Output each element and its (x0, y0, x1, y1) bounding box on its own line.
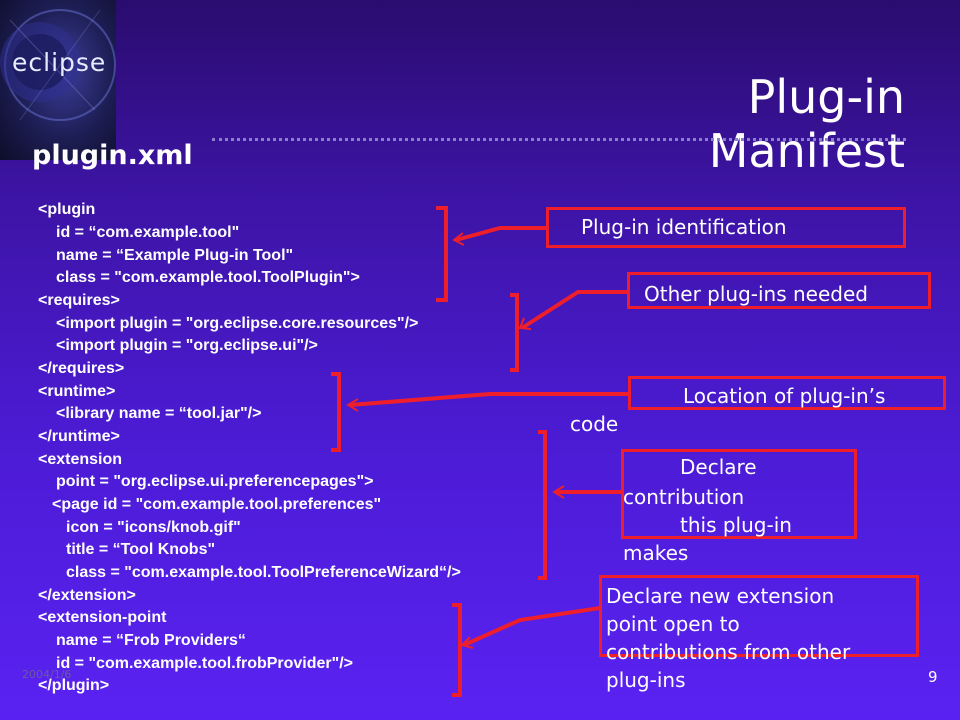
arrowhead-icon (460, 636, 474, 649)
slide-title: Plug-in Manifest (708, 70, 905, 178)
code-line: <library name = “tool.jar"/> (56, 405, 262, 422)
bracket-extension (538, 430, 547, 580)
bracket-extension-point (452, 603, 462, 697)
page-number: 9 (928, 668, 938, 686)
bracket-requires (510, 293, 519, 372)
eclipse-logo-icon (0, 9, 116, 121)
code-line: icon = "icons/knob.gif" (66, 519, 241, 536)
code-line: <plugin (38, 201, 96, 218)
callout-label-continued: code (570, 412, 619, 436)
code-line: </plugin> (38, 677, 110, 694)
code-line: <requires> (38, 292, 120, 309)
callout-label: this plug-in (680, 513, 792, 537)
callout-other-plugins: Other plug-ins needed (627, 272, 931, 309)
callout-label: plug-ins (606, 668, 686, 692)
callout-label: Declare new extension (606, 584, 835, 608)
arrowhead-icon (552, 485, 565, 499)
connector-extension-point (463, 606, 601, 647)
callout-label: Other plug-ins needed (644, 282, 868, 306)
code-line: class = "com.example.tool.ToolPreference… (66, 564, 461, 581)
file-name-heading: plugin.xml (32, 140, 193, 171)
callout-label: makes (623, 541, 689, 565)
title-divider (212, 138, 906, 141)
callout-label: contribution (623, 485, 745, 509)
code-line: title = “Tool Knobs" (66, 541, 216, 558)
code-line: id = “com.example.tool" (56, 224, 240, 241)
logo-wordmark: eclipse (12, 48, 107, 77)
callout-declare-extension-point (599, 575, 919, 657)
code-line: name = “Example Plug-in Tool" (56, 247, 294, 264)
code-line: <runtime> (38, 383, 116, 400)
code-line: <extension (38, 451, 123, 468)
arrowhead-icon (518, 317, 532, 330)
arrowhead-icon (452, 232, 465, 246)
code-line: name = “Frob Providers“ (56, 632, 246, 649)
callout-label: Plug-in identification (581, 215, 787, 239)
code-line: id = "com.example.tool.frobProvider"/> (56, 655, 354, 672)
connector-plugin (455, 226, 548, 242)
callout-label: point open to (606, 612, 740, 636)
code-line: </extension> (38, 587, 136, 604)
footer-date: 2004/1/6 (22, 668, 72, 681)
callout-plugin-identification: Plug-in identification (546, 207, 906, 248)
code-line: </requires> (38, 360, 125, 377)
eclipse-logo: eclipse (0, 0, 116, 160)
connector-runtime (349, 392, 630, 407)
callout-label: Location of plug-in’s (683, 384, 886, 408)
code-line: point = "org.eclipse.ui.preferencepages"… (56, 473, 374, 490)
code-line: <import plugin = "org.eclipse.ui"/> (56, 337, 318, 354)
callout-label: Declare (680, 455, 757, 479)
callout-location: Location of plug-in’s (628, 376, 946, 410)
code-line: class = "com.example.tool.ToolPlugin"> (56, 269, 360, 286)
code-line: <page id = "com.example.tool.preferences… (52, 496, 382, 513)
connector-requires (520, 290, 630, 330)
code-line: <import plugin = "org.eclipse.core.resou… (56, 315, 419, 332)
arrowhead-icon (346, 398, 359, 412)
code-line: </runtime> (38, 428, 120, 445)
callout-label: contributions from other (606, 640, 851, 664)
bracket-plugin (436, 206, 448, 302)
code-line: <extension-point (38, 609, 167, 626)
bracket-runtime (331, 372, 341, 452)
callout-declare-contribution (621, 449, 857, 539)
